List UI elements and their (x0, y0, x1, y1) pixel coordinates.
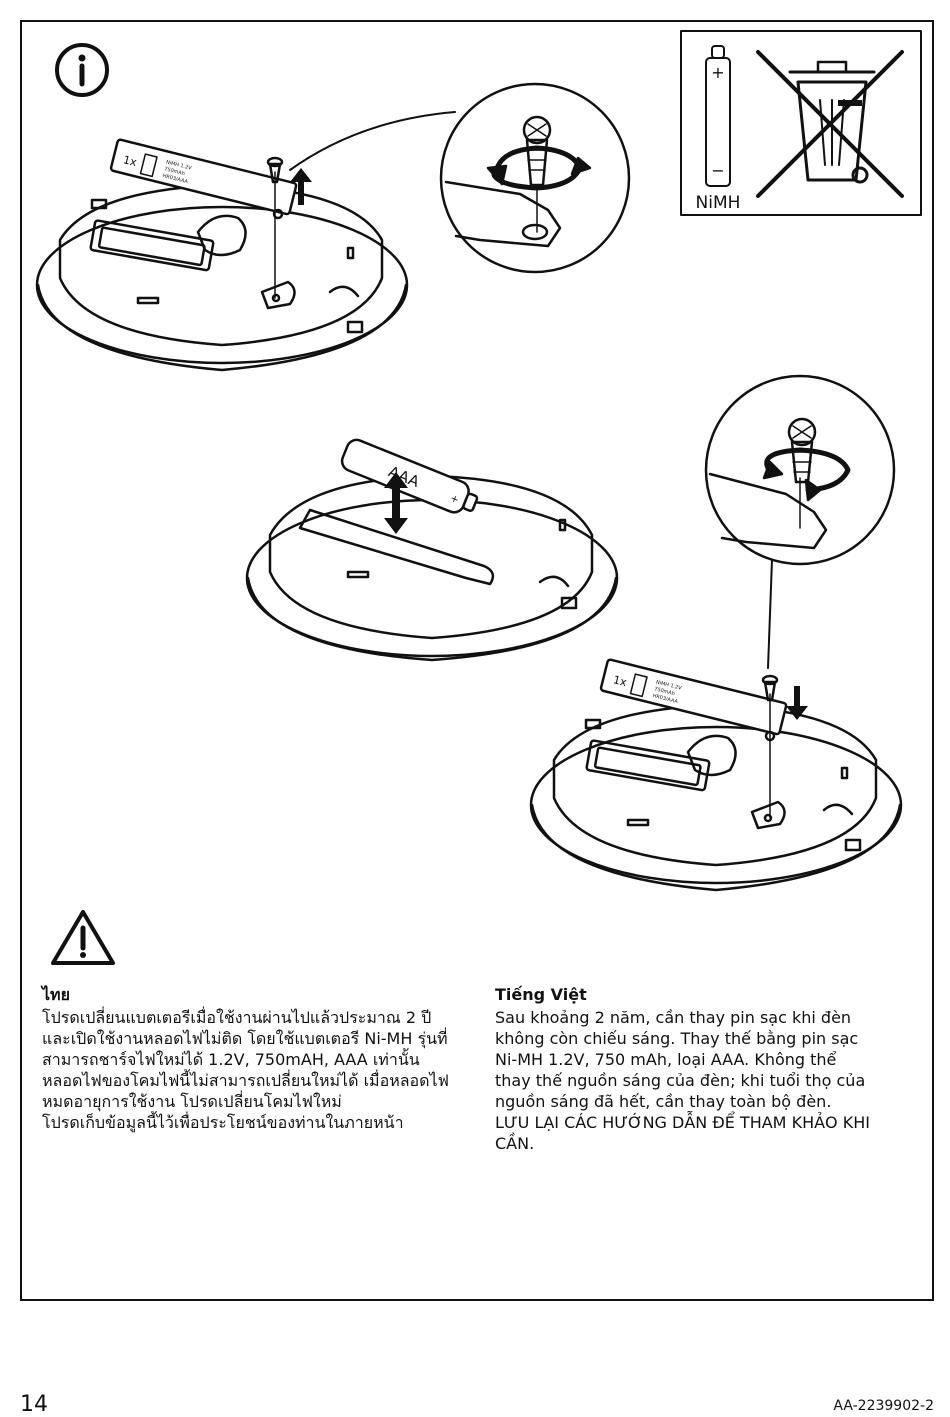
no-trash-bin-icon: + − NiMH (680, 30, 922, 216)
arrow-updown-icon (384, 472, 408, 534)
info-icon (55, 43, 109, 97)
lid-label-capacity: 750mAh (164, 166, 186, 177)
lamp-top: 1x NiMH 1.2V 750mAh HR03/AAA (35, 138, 409, 372)
thai-section: ไทย โปรดเปลี่ยนแบตเตอรีเมื่อใช้งานผ่านไป… (42, 984, 482, 1133)
battery-plus: + (448, 493, 460, 506)
arrow-up-icon (290, 168, 312, 205)
vietnamese-body: Sau khoảng 2 năm, cần thay pin sạc khi đ… (495, 1008, 870, 1153)
vietnamese-heading: Tiếng Việt (495, 985, 587, 1004)
lid2-label-capacity: 750mAh (654, 686, 676, 697)
page-number: 14 (20, 1392, 48, 1417)
vietnamese-section: Tiếng Việt Sau khoảng 2 năm, cần thay pi… (495, 984, 910, 1154)
instruction-illustration: + − NiMH 1x NiMH 1.2V (35, 30, 922, 965)
zoom-callout-unscrew (289, 82, 631, 274)
warning-icon (51, 910, 115, 965)
nimh-label: NiMH (696, 193, 741, 213)
arrow-down-icon (786, 686, 808, 720)
page-frame (20, 20, 934, 1301)
lamp-bottom: 1x NiMH 1.2V 750mAh HR03/AAA (529, 658, 903, 892)
lamp-middle: AAA + (245, 438, 619, 662)
plus-sign: + (711, 63, 724, 82)
thai-heading: ไทย (42, 985, 70, 1004)
lid2-label-1x: 1x (612, 673, 629, 689)
lid-label-1x: 1x (122, 153, 139, 169)
minus-sign: − (711, 161, 724, 180)
zoom-callout-screw (704, 374, 896, 669)
document-code: AA-2239902-2 (833, 1398, 934, 1414)
thai-body: โปรดเปลี่ยนแบตเตอรีเมื่อใช้งานผ่านไปแล้ว… (42, 1008, 449, 1132)
